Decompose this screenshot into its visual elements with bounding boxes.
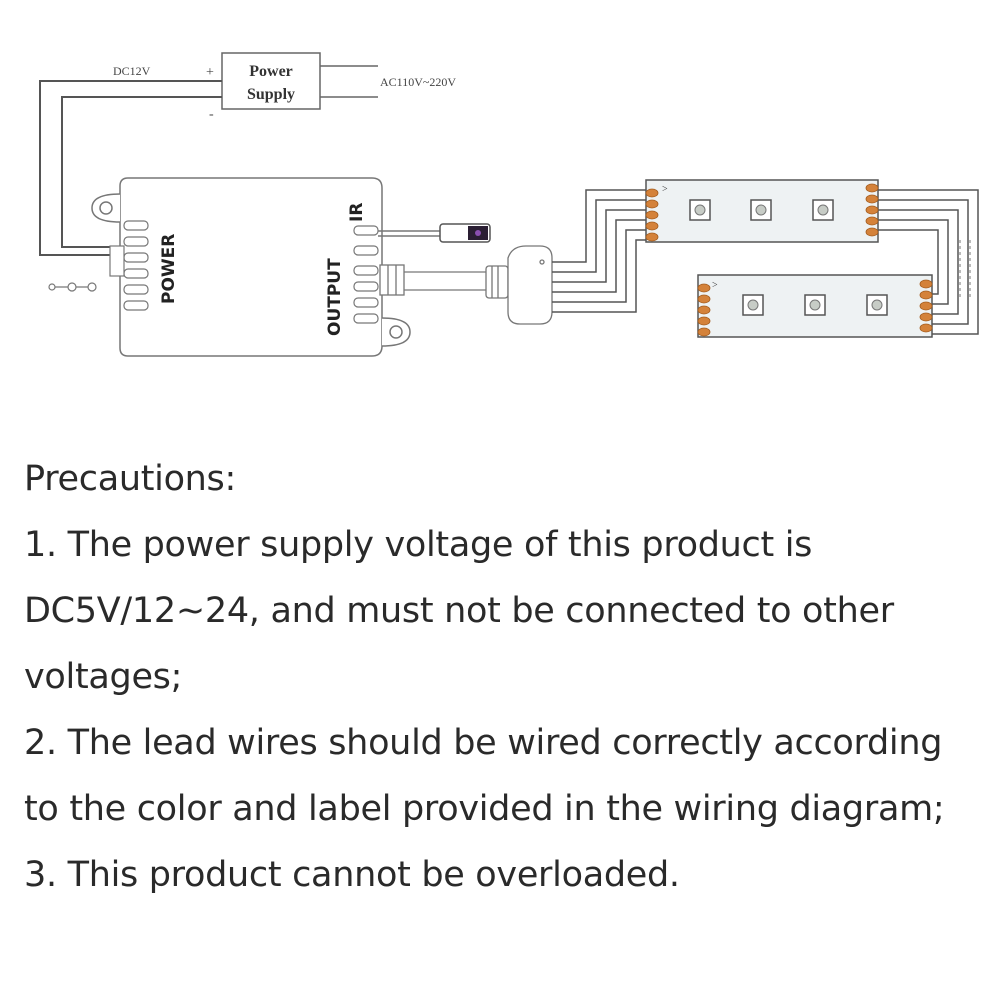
strip-wires [552, 189, 979, 335]
power-jack-icon [48, 245, 125, 292]
led-strip-1: > [645, 179, 879, 243]
ac-wires [320, 65, 378, 98]
precaution-line-3: voltages; [24, 657, 183, 697]
precaution-line-1: 1. The power supply voltage of this prod… [24, 525, 813, 565]
dc-wires [39, 80, 222, 256]
precaution-line-4: 2. The lead wires should be wired correc… [24, 723, 943, 763]
wiring-diagram: Power Supply DC12V + - AC110V~220V [39, 52, 979, 357]
svg-text:>: > [662, 184, 668, 195]
precautions-title: Precautions: [24, 459, 236, 499]
output-port-label: OUTPUT [325, 258, 345, 336]
plus-sign: + [206, 65, 214, 80]
precaution-line-6: 3. This product cannot be overloaded. [24, 855, 680, 895]
precautions-section: Precautions: 1. The power supply voltage… [24, 446, 994, 908]
ir-receiver-icon [378, 223, 491, 243]
svg-text:>: > [712, 280, 718, 291]
precaution-line-5: to the color and label provided in the w… [24, 789, 945, 829]
power-supply-label-1: Power [249, 63, 293, 80]
controller-box [91, 177, 411, 357]
ir-port-label: IR [347, 203, 367, 222]
dc-voltage-label: DC12V [113, 64, 151, 78]
output-connector [379, 245, 553, 325]
minus-sign: - [209, 107, 214, 122]
precaution-line-2: DC5V/12~24, and must not be connected to… [24, 591, 894, 631]
led-strip-2: > [697, 274, 933, 338]
power-port-label: POWER [159, 234, 179, 304]
power-supply-box [221, 52, 321, 110]
ac-voltage-label: AC110V~220V [380, 75, 456, 89]
power-supply-label-2: Supply [247, 86, 295, 103]
